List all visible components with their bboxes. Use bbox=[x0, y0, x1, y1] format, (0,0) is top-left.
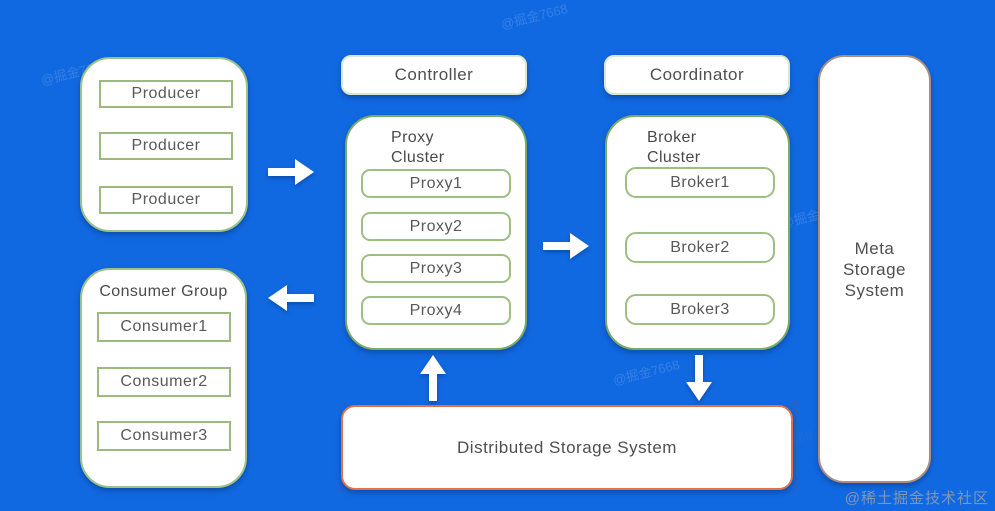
arrow-proxy-to-consumers-icon bbox=[268, 285, 314, 311]
distributed-storage-label: Distributed Storage System bbox=[457, 437, 677, 457]
consumer-box: Consumer1 bbox=[97, 312, 231, 342]
consumer-box: Consumer2 bbox=[97, 367, 231, 397]
producer-group-container: Producer Producer Producer bbox=[80, 57, 248, 232]
proxy-box: Proxy3 bbox=[361, 254, 511, 283]
meta-storage-box: Meta Storage System bbox=[818, 55, 931, 483]
watermark-text: @掘金7668 bbox=[499, 0, 570, 32]
producer-box: Producer bbox=[99, 80, 233, 108]
arrow-storage-to-proxy-icon bbox=[420, 355, 446, 401]
distributed-storage-box: Distributed Storage System bbox=[341, 405, 793, 490]
arrow-broker-to-storage-icon bbox=[686, 355, 712, 401]
producer-box: Producer bbox=[99, 186, 233, 214]
consumer-group-container: Consumer Group Consumer1 Consumer2 Consu… bbox=[80, 268, 247, 488]
proxy-box: Proxy2 bbox=[361, 212, 511, 241]
watermark-text: @掘金7668 bbox=[611, 356, 682, 388]
broker-cluster-container: Broker Cluster Broker1 Broker2 Broker3 bbox=[605, 115, 790, 350]
broker-box: Broker1 bbox=[625, 167, 775, 198]
producer-box: Producer bbox=[99, 132, 233, 160]
proxy-box: Proxy1 bbox=[361, 169, 511, 198]
broker-box: Broker3 bbox=[625, 294, 775, 325]
proxy-cluster-container: Proxy Cluster Proxy1 Proxy2 Proxy3 Proxy… bbox=[345, 115, 527, 350]
controller-box: Controller bbox=[341, 55, 527, 95]
broker-box: Broker2 bbox=[625, 232, 775, 263]
consumer-box: Consumer3 bbox=[97, 421, 231, 451]
meta-storage-label: Meta Storage System bbox=[842, 238, 907, 300]
proxy-cluster-title: Proxy Cluster bbox=[391, 129, 445, 166]
community-watermark-badge: @稀土掘金技术社区 bbox=[844, 490, 989, 507]
coordinator-label: Coordinator bbox=[649, 65, 745, 84]
broker-cluster-title: Broker Cluster bbox=[647, 129, 701, 166]
arrow-producers-to-proxy-icon bbox=[268, 159, 314, 185]
controller-label: Controller bbox=[394, 65, 474, 84]
coordinator-box: Coordinator bbox=[604, 55, 790, 95]
arrow-proxy-to-broker-icon bbox=[543, 233, 589, 259]
consumer-group-title: Consumer Group bbox=[99, 283, 228, 300]
proxy-box: Proxy4 bbox=[361, 296, 511, 325]
